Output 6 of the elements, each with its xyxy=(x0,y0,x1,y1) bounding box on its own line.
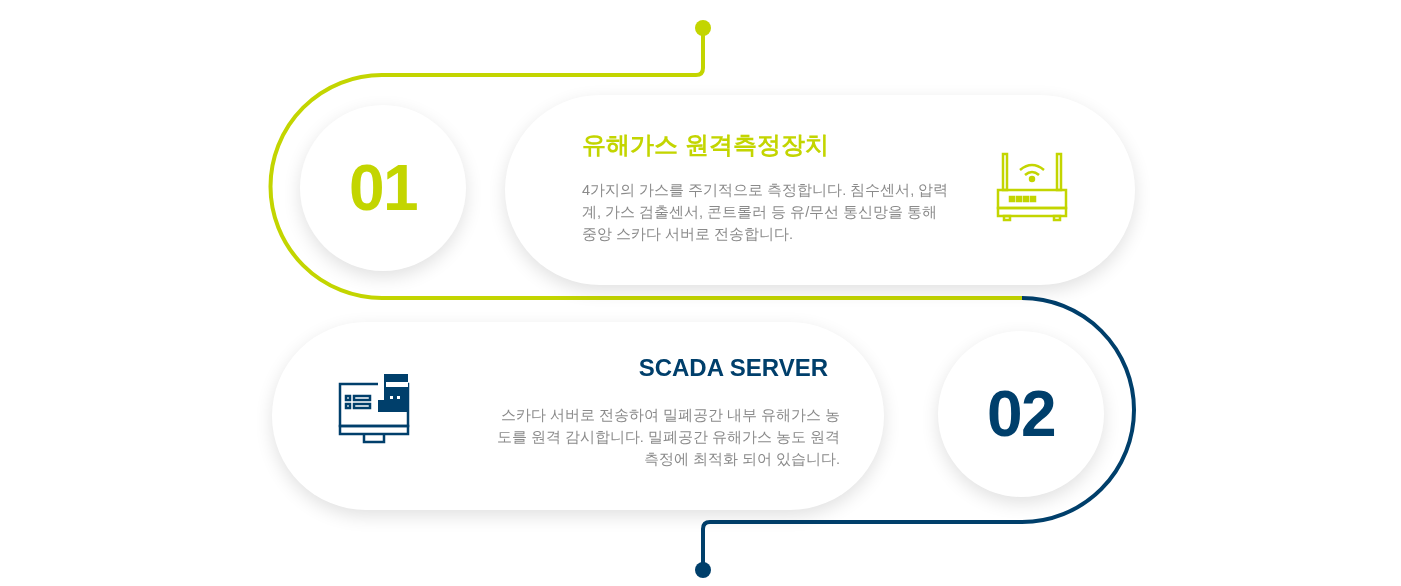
step-number: 02 xyxy=(987,377,1055,452)
step-title: SCADA SERVER xyxy=(638,353,828,383)
step-description: 4가지의 가스를 주기적으로 측정합니다. 침수센서, 압력계, 가스 검출센서, 콘트롤러 등 유/무선 통신망을 통해 중앙 스카다 서버로 전송합니다. xyxy=(582,181,950,244)
step-title: 유해가스 원격측정장치 xyxy=(582,130,829,160)
step-number: 01 xyxy=(349,151,417,226)
step-description: 스카다 서버로 전송하여 밀폐공간 내부 유해가스 농도를 원격 감시합니다. 밀폐공간 유해가스 농도 원격측정에 최적화 되어 있습니다. xyxy=(495,406,840,469)
